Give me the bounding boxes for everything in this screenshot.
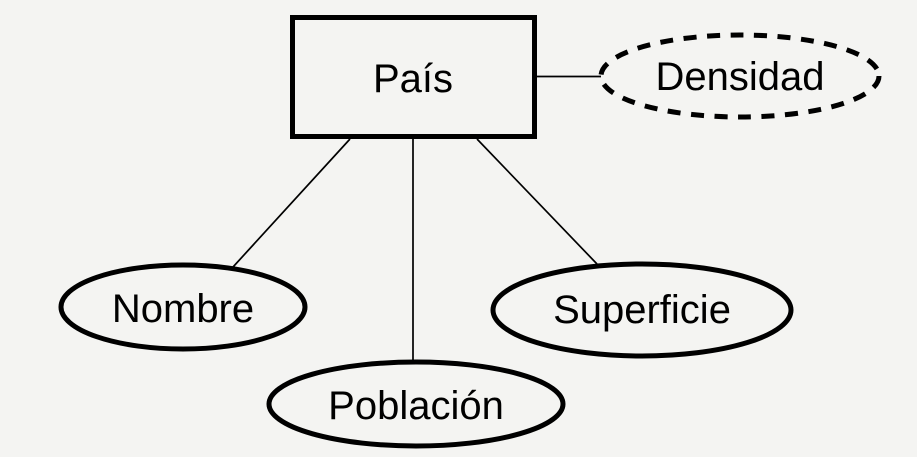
connector-pais-superficie <box>476 138 598 265</box>
derived-attribute-densidad-label: Densidad <box>655 55 824 99</box>
attribute-nombre-ellipse <box>58 262 308 352</box>
attribute-poblacion-ellipse <box>266 359 566 449</box>
connector-pais-nombre <box>232 138 351 268</box>
attribute-superficie-ellipse <box>490 261 794 359</box>
connectors <box>232 75 601 362</box>
entity-pais-label: País <box>373 57 453 101</box>
attribute-poblacion-label: Población <box>328 384 504 428</box>
derived-attribute-densidad-ellipse <box>598 32 882 120</box>
entity-pais-box <box>290 15 537 139</box>
attribute-nombre-label: Nombre <box>112 287 254 331</box>
attribute-superficie-label: Superficie <box>553 288 731 332</box>
